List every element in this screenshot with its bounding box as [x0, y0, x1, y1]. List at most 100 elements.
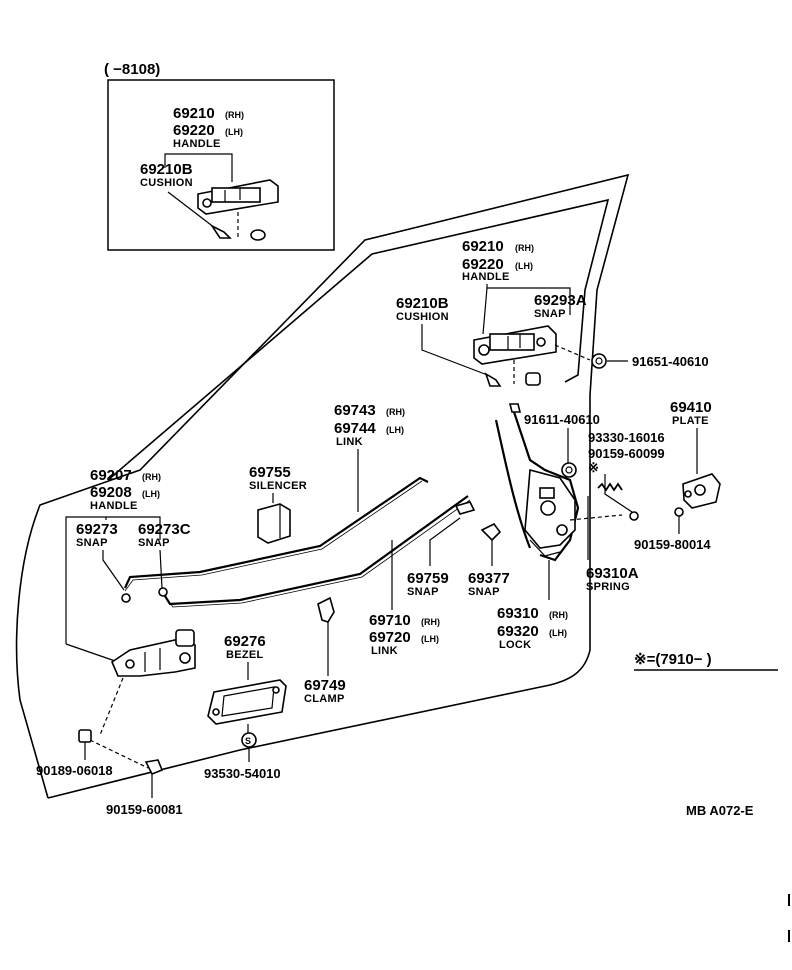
cushion-part [484, 372, 502, 387]
asterisk-mark: ※ [588, 460, 599, 475]
silencer-number: 69755 [249, 464, 291, 481]
link-rh-suffix: (RH) [386, 407, 405, 417]
lock-rh-suffix: (RH) [549, 610, 568, 620]
snap-69377-number: 69377 [468, 570, 510, 587]
handle-lh-number: 69220 [462, 256, 504, 273]
inset-handle-name: HANDLE [173, 138, 221, 150]
inside-handle-group: 69210 (RH) 69220 (LH) HANDLE 69210B CUSH… [396, 238, 709, 387]
outer-handle-leader [65, 516, 161, 644]
snap-69377-name: SNAP [468, 586, 500, 598]
handle-leader [486, 284, 571, 315]
cushion-leader [421, 324, 491, 377]
plate-group: 69410 PLATE 90159-80014 [634, 399, 721, 552]
snap-69273c-part [158, 587, 168, 597]
outer-handle-lh-number: 69208 [90, 484, 132, 501]
screw-90159-60081-group: 90159-60081 [106, 759, 183, 817]
inset-cushion-name: CUSHION [140, 177, 193, 189]
inset-range: ( −8108) [104, 61, 160, 78]
outer-handle-rh-suffix: (RH) [142, 472, 161, 482]
inset-handle-part [197, 179, 279, 215]
snap-69293a-name: SNAP [534, 308, 566, 320]
silencer-part [257, 503, 291, 544]
door-outline [15, 173, 630, 799]
silencer-group: 69755 SILENCER [249, 464, 307, 544]
bezel-number: 69276 [224, 633, 266, 650]
clamp-part [317, 596, 335, 623]
snap-69273-name: SNAP [76, 537, 108, 549]
link-lh-number: 69744 [334, 420, 376, 437]
plate-number: 69410 [670, 399, 712, 416]
lock-lh-number: 69320 [497, 623, 539, 640]
screw-90159-60081-number: 90159-60081 [106, 802, 183, 817]
bolt-91611-part [561, 462, 577, 478]
screw-93530-number: 93530-54010 [204, 766, 281, 781]
plate-part [682, 473, 721, 509]
clamp-name: CLAMP [304, 693, 345, 705]
inset-handle-lh-suffix: (LH) [225, 127, 243, 137]
inset-cushion-leader [167, 191, 216, 229]
screw-90159-80014-number: 90159-80014 [634, 537, 711, 552]
footnote-text: ※=(7910− ) [634, 651, 712, 668]
link2-lh-number: 69720 [369, 629, 411, 646]
link-rh-number: 69743 [334, 402, 376, 419]
inset-handle-rh-number: 69210 [173, 105, 215, 122]
snap-69273c-name: SNAP [138, 537, 170, 549]
screw-90159-60099-part [629, 511, 639, 521]
inset-small-part [250, 229, 266, 241]
link-upper-group: 69743 (RH) 69744 (LH) LINK [123, 402, 471, 608]
link2-name: LINK [371, 645, 398, 657]
lock-name: LOCK [499, 639, 531, 651]
bolt-91651-part [591, 353, 607, 369]
inset-handle-leader [164, 153, 233, 182]
spring-part [597, 482, 623, 492]
screw-90159-60099-number: 90159-60099 [588, 446, 665, 461]
link-name: LINK [336, 436, 363, 448]
snap-69273c-number: 69273C [138, 521, 191, 538]
clamp-number: 69749 [304, 677, 346, 694]
lock-rh-number: 69310 [497, 605, 539, 622]
lock-mechanism-part [494, 403, 580, 562]
inset-handle-rh-suffix: (RH) [225, 110, 244, 120]
snap-69293a-part [525, 372, 541, 386]
outer-handle-rh-number: 69207 [90, 467, 132, 484]
handle-rh-suffix: (RH) [515, 243, 534, 253]
pin-93330-number: 93330-16016 [588, 430, 665, 445]
handle-lh-suffix: (LH) [515, 261, 533, 271]
bezel-name: BEZEL [226, 649, 264, 661]
cushion-name: CUSHION [396, 311, 449, 323]
snap-69273-number: 69273 [76, 521, 118, 538]
inset-box: ( −8108) 69210 (RH) 69220 (LH) HANDLE 69… [104, 61, 335, 251]
link2-lh-suffix: (LH) [421, 634, 439, 644]
bolt-91651-number: 91651-40610 [632, 354, 709, 369]
snap-69759-number: 69759 [407, 570, 449, 587]
link-lower-group: 69710 (RH) 69720 (LH) LINK [369, 540, 440, 657]
bezel-part [207, 679, 287, 725]
link-upper-rod [123, 476, 429, 589]
drawing-code: MB A072-E [686, 803, 754, 818]
nut-90189-number: 90189-06018 [36, 763, 113, 778]
link-lower-rod [164, 495, 469, 606]
nut-90189-part [78, 729, 92, 743]
lock-group: 91611-40610 93330-16016 90159-60099 ※ 69… [494, 403, 665, 651]
screw-90159-60081-part [144, 759, 164, 776]
inset-handle-lh-number: 69220 [173, 122, 215, 139]
link2-rh-number: 69710 [369, 612, 411, 629]
silencer-name: SILENCER [249, 480, 307, 492]
snap-69293a-number: 69293A [534, 292, 587, 309]
screw-marker-s: S [245, 736, 251, 746]
outside-handle-group: 69207 (RH) 69208 (LH) HANDLE 69273 SNAP … [65, 467, 196, 769]
handle-rh-number: 69210 [462, 238, 504, 255]
snap-69759-group: 69759 SNAP [407, 501, 476, 598]
inset-cushion-part [209, 223, 232, 239]
inside-handle-part [473, 325, 557, 365]
snap-69759-name: SNAP [407, 586, 439, 598]
bezel-group: 69276 BEZEL S 93530-54010 [204, 633, 287, 781]
outer-handle-lh-suffix: (LH) [142, 489, 160, 499]
link2-rh-suffix: (RH) [421, 617, 440, 627]
clamp-group: 69749 CLAMP [304, 596, 346, 705]
screw-90159-80014-part [674, 507, 684, 517]
link-lh-suffix: (LH) [386, 425, 404, 435]
outside-handle-part [111, 629, 196, 677]
handle-name: HANDLE [462, 271, 510, 283]
